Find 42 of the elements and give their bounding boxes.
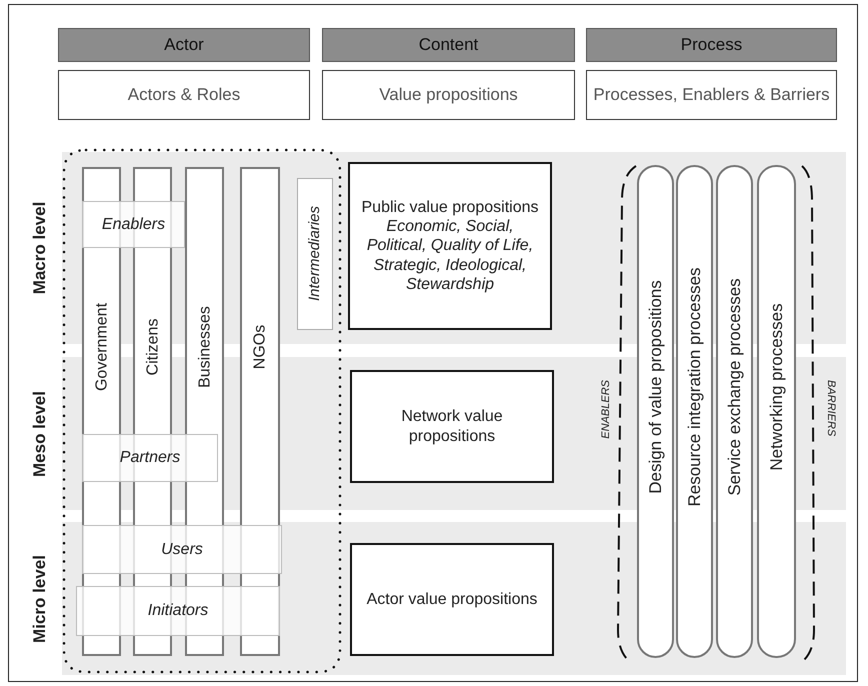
actor-label: NGOs bbox=[250, 324, 270, 370]
header-label: Actor bbox=[164, 34, 204, 56]
category-label: Value propositions bbox=[379, 84, 518, 106]
intermediaries-box bbox=[297, 178, 333, 330]
header-box bbox=[322, 28, 575, 62]
header-box bbox=[58, 28, 310, 62]
value-proposition-box bbox=[350, 543, 554, 656]
category-label: Actors & Roles bbox=[128, 84, 240, 106]
value-proposition-label: Actor value propositions bbox=[366, 590, 538, 610]
actor-label: Businesses bbox=[194, 306, 214, 388]
value-proposition-label: Public value propositions bbox=[362, 198, 538, 218]
bracket-label: ENABLERS bbox=[600, 380, 613, 439]
header-box bbox=[586, 28, 837, 62]
actor-label: Citizens bbox=[142, 318, 162, 376]
role-label: Users bbox=[161, 540, 203, 560]
intermediaries-label: Intermediaries bbox=[306, 206, 324, 302]
process-pill bbox=[716, 165, 753, 658]
process-pill bbox=[757, 165, 796, 658]
role-label: Partners bbox=[120, 448, 180, 468]
process-pill bbox=[637, 165, 674, 658]
category-label: Processes, Enablers & Barriers bbox=[593, 84, 830, 106]
level-label: Meso level bbox=[30, 390, 50, 476]
process-pill bbox=[676, 165, 713, 658]
process-label: Service exchange processes bbox=[724, 278, 744, 496]
header-label: Process bbox=[680, 34, 742, 56]
value-proposition-box bbox=[350, 370, 554, 483]
category-box bbox=[586, 70, 837, 120]
value-proposition-box bbox=[348, 162, 552, 330]
category-box bbox=[322, 70, 575, 120]
process-label: Design of value propositions bbox=[645, 280, 666, 494]
value-proposition-label: Network value propositions bbox=[400, 407, 504, 446]
level-label: Macro level bbox=[30, 202, 50, 294]
process-label: Resource integration processes bbox=[684, 268, 704, 507]
role-label: Initiators bbox=[148, 601, 208, 621]
value-proposition-label: Economic, Social, Political, Quality of Life, Strategic, Ideological, Stewardship bbox=[366, 217, 534, 294]
level-label: Micro level bbox=[30, 554, 50, 642]
bracket-label: BARRIERS bbox=[824, 380, 838, 436]
header-label: Content bbox=[418, 34, 478, 56]
process-label: Networking processes bbox=[766, 303, 786, 471]
role-label: Enablers bbox=[102, 214, 166, 234]
category-box bbox=[58, 70, 310, 120]
actor-label: Government bbox=[92, 302, 111, 392]
